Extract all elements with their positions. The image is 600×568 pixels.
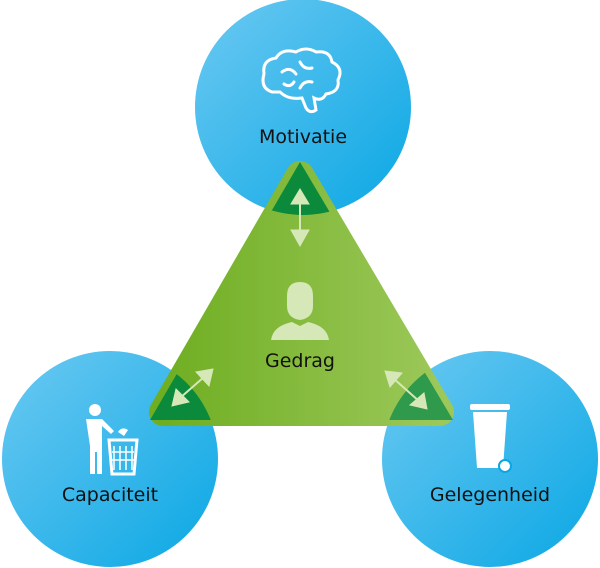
arrow-capaciteit — [171, 368, 214, 407]
brain-icon — [261, 47, 342, 114]
node-label-capaciteit: Capaciteit — [61, 484, 159, 506]
arrow-motivatie — [290, 188, 310, 248]
person-icon — [271, 282, 329, 340]
wheelie-bin-icon — [470, 404, 512, 473]
person-trash-icon — [86, 404, 139, 476]
motivatie-circle — [195, 0, 411, 215]
node-label-gelegenheid: Gelegenheid — [429, 484, 551, 506]
node-label-motivatie: Motivatie — [258, 126, 348, 148]
center-label: Gedrag — [265, 350, 335, 372]
arrow-gelegenheid — [384, 370, 428, 410]
